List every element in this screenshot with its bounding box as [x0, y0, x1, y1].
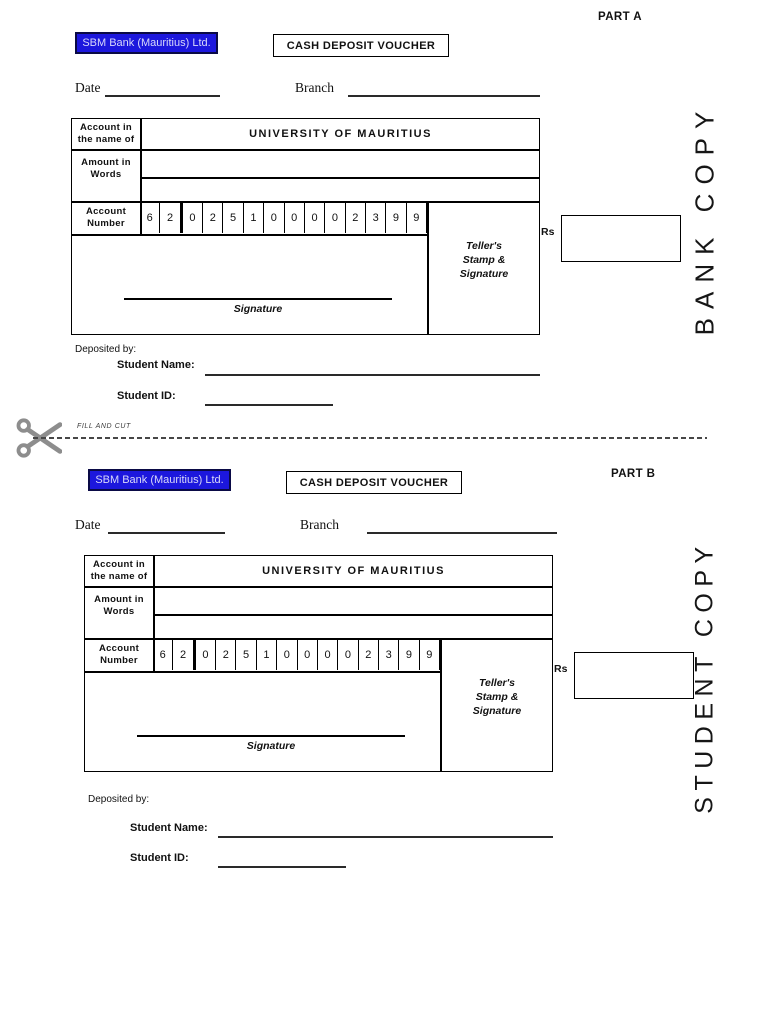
account-number-label-cell: Account Number: [85, 205, 127, 229]
table-rule: [153, 556, 155, 672]
student-name-label: Student Name:: [130, 822, 208, 834]
bank-copy-label: BANK COPY: [689, 102, 720, 336]
voucher-table: Account in the name of UNIVERSITY OF MAU…: [71, 118, 540, 335]
account-digit-cell: 5: [223, 202, 244, 233]
account-number-digit-row: 6 2 0 2 5 1 0 0 0 0 2 3 9 9: [153, 639, 441, 670]
table-rule: [85, 671, 441, 673]
branch-fill-line: [348, 95, 540, 97]
account-digit-cell: 3: [379, 639, 400, 670]
account-digit-cell: 6: [153, 639, 174, 670]
table-rule: [85, 638, 552, 640]
account-digit-cell: 0: [285, 202, 305, 233]
table-rule: [72, 234, 428, 236]
account-digit-cell: 0: [298, 639, 318, 670]
branch-fill-line: [367, 532, 557, 534]
branch-label: Branch: [300, 517, 339, 532]
table-rule: [72, 201, 539, 203]
account-digit-cell: 0: [264, 202, 285, 233]
student-id-label: Student ID:: [130, 852, 189, 864]
branch-label: Branch: [295, 80, 334, 95]
account-digit-cell: 0: [338, 639, 359, 670]
table-rule: [85, 586, 552, 588]
student-name-line: [218, 836, 553, 838]
cut-dashed-line: [33, 437, 707, 439]
account-digit-cell: 0: [196, 639, 217, 670]
fill-and-cut-label: FILL AND CUT: [77, 423, 131, 430]
student-name-label: Student Name:: [117, 359, 195, 371]
account-digit-cell: 9: [420, 639, 441, 670]
account-name-label-cell: Account in the name of: [90, 559, 148, 582]
table-rule: [440, 638, 442, 771]
account-digit-cell: 2: [216, 639, 237, 670]
signature-label: Signature: [246, 740, 296, 752]
date-fill-line: [105, 95, 220, 97]
rs-label: Rs: [541, 226, 555, 238]
cut-divider: FILL AND CUT: [0, 414, 768, 464]
signature-line: [124, 298, 392, 300]
account-number-label-cell: Account Number: [98, 642, 140, 666]
account-digit-cell: 0: [183, 202, 204, 233]
bank-name-badge: SBM Bank (Mauritius) Ltd.: [88, 469, 231, 491]
part-a-voucher: PART A SBM Bank (Mauritius) Ltd. CASH DE…: [0, 0, 755, 437]
date-label: Date: [75, 80, 101, 95]
account-name-value-cell: UNIVERSITY OF MAURITIUS: [249, 128, 432, 140]
account-digit-cell: 1: [244, 202, 265, 233]
table-rule: [140, 177, 539, 179]
rs-amount-box: [561, 215, 681, 262]
account-number-digit-row: 6 2 0 2 5 1 0 0 0 0 2 3 9 9: [140, 202, 428, 233]
part-b-voucher: PART B SBM Bank (Mauritius) Ltd. CASH DE…: [13, 437, 768, 957]
bank-name-badge: SBM Bank (Mauritius) Ltd.: [75, 32, 218, 54]
account-digit-cell: 5: [236, 639, 257, 670]
account-digit-cell: 2: [203, 202, 224, 233]
date-label: Date: [75, 517, 101, 532]
rs-amount-box: [574, 652, 694, 699]
account-digit-cell: 0: [325, 202, 346, 233]
account-name-label-cell: Account in the name of: [77, 122, 135, 145]
account-digit-cell: 2: [173, 639, 196, 670]
rs-label: Rs: [554, 663, 568, 675]
student-name-line: [205, 374, 540, 376]
deposited-by-label: Deposited by:: [75, 344, 137, 355]
part-a-label: PART A: [598, 11, 642, 23]
table-rule: [427, 201, 429, 334]
student-id-line: [218, 866, 346, 868]
account-digit-cell: 6: [140, 202, 161, 233]
account-digit-cell: 0: [318, 639, 339, 670]
table-rule: [140, 119, 142, 235]
account-digit-cell: 9: [386, 202, 407, 233]
student-id-label: Student ID:: [117, 390, 176, 402]
account-digit-cell: 2: [346, 202, 366, 233]
teller-stamp-label: Teller's Stamp & Signature: [459, 240, 509, 280]
table-rule: [72, 149, 539, 151]
account-digit-cell: 2: [359, 639, 379, 670]
account-digit-cell: 9: [407, 202, 428, 233]
account-digit-cell: 9: [399, 639, 420, 670]
voucher-title-box: CASH DEPOSIT VOUCHER: [286, 471, 462, 494]
date-fill-line: [108, 532, 225, 534]
voucher-title-box: CASH DEPOSIT VOUCHER: [273, 34, 449, 57]
signature-label: Signature: [233, 303, 283, 315]
amount-in-words-label-cell: Amount in Words: [81, 157, 131, 180]
deposited-by-label: Deposited by:: [88, 794, 150, 805]
part-b-label: PART B: [611, 468, 656, 480]
account-digit-cell: 1: [257, 639, 278, 670]
account-digit-cell: 2: [160, 202, 183, 233]
amount-in-words-label-cell: Amount in Words: [94, 594, 144, 617]
account-name-value-cell: UNIVERSITY OF MAURITIUS: [262, 565, 445, 577]
table-rule: [153, 614, 552, 616]
teller-stamp-label: Teller's Stamp & Signature: [472, 677, 522, 717]
signature-line: [137, 735, 405, 737]
scissors-icon: [16, 418, 62, 458]
account-digit-cell: 0: [277, 639, 298, 670]
student-id-line: [205, 404, 333, 406]
account-digit-cell: 0: [305, 202, 326, 233]
account-digit-cell: 3: [366, 202, 387, 233]
voucher-table: Account in the name of UNIVERSITY OF MAU…: [84, 555, 553, 772]
student-copy-label: STUDENT COPY: [690, 540, 719, 814]
